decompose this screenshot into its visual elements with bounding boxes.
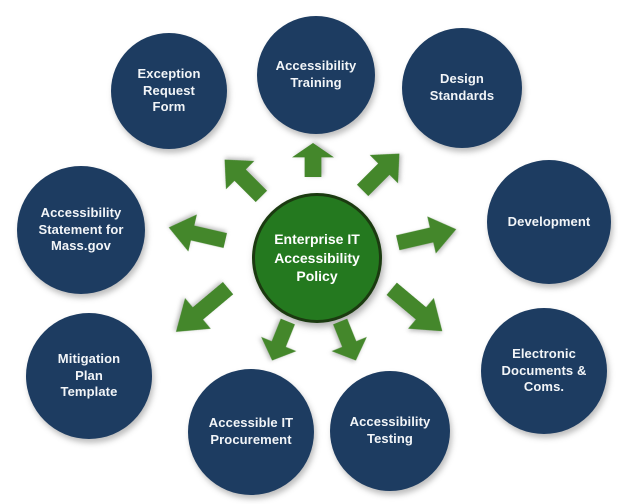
right-arrow-icon [393, 211, 460, 262]
node-label: Accessibility Training [275, 58, 357, 90]
node-label: Mitigation Plan Template [57, 350, 121, 400]
node-label: Accessibility Testing [349, 414, 431, 446]
node-electronic-documents-coms: Electronic Documents & Coms. [481, 308, 607, 434]
down-left-arrow-icon [255, 314, 306, 367]
node-label: Accessible IT Procurement [208, 415, 294, 447]
upper-right-arrow-icon [348, 139, 413, 204]
lower-left-long-arrow-icon [163, 273, 241, 347]
node-label: Design Standards [429, 71, 495, 103]
node-development: Development [487, 160, 611, 284]
left-arrow-icon [164, 209, 229, 259]
node-label: Exception Request Form [137, 65, 201, 115]
node-enterprise-it-accessibility-policy: Enterprise IT Accessibility Policy [252, 193, 382, 323]
down-right-arrow-icon [323, 314, 374, 367]
node-accessible-it-procurement: Accessible IT Procurement [188, 369, 314, 495]
lower-right-long-arrow-icon [379, 273, 455, 346]
upper-left-arrow-icon [210, 145, 275, 210]
node-mitigation-plan-template: Mitigation Plan Template [26, 313, 152, 439]
node-label: Electronic Documents & Coms. [501, 345, 587, 395]
node-label: Accessibility Statement for Mass.gov [38, 204, 124, 254]
node-accessibility-statement-mass-gov: Accessibility Statement for Mass.gov [17, 166, 145, 294]
up-arrow-icon [292, 143, 334, 177]
node-label: Development [507, 213, 591, 229]
node-exception-request-form: Exception Request Form [111, 33, 227, 149]
center-node-label: Enterprise IT Accessibility Policy [274, 231, 360, 285]
node-accessibility-training: Accessibility Training [257, 16, 375, 134]
node-design-standards: Design Standards [402, 28, 522, 148]
node-accessibility-testing: Accessibility Testing [330, 371, 450, 491]
